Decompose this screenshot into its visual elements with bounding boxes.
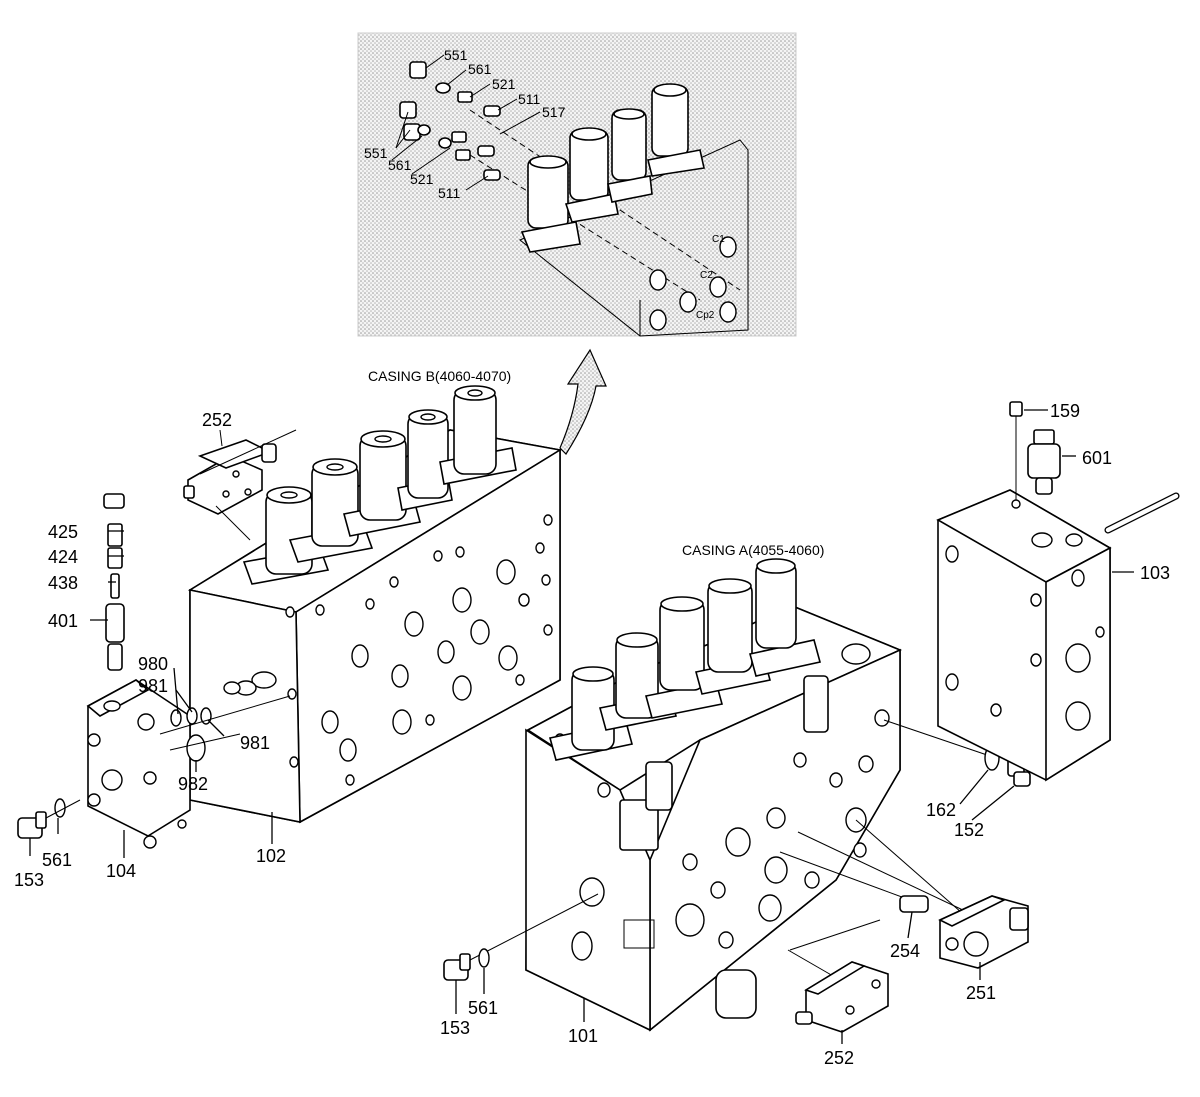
inset-solenoid-4 (647, 83, 705, 177)
callout-252-bottom: 252 (824, 1048, 854, 1068)
callout-980: 980 (138, 654, 168, 674)
casing-b-block-102 (187, 385, 563, 824)
cover-104 (86, 679, 191, 849)
relief-valve-601 (1027, 429, 1061, 495)
casing-a-block-101 (525, 558, 903, 1032)
callout-254: 254 (890, 941, 920, 961)
valve-252-top (183, 439, 277, 515)
casing-b-solenoid-5 (439, 385, 517, 485)
inset-label-511-b: 511 (438, 185, 461, 201)
casing-a-label: CASING A(4055-4060) (682, 542, 824, 558)
casing-b-solenoid-4 (397, 409, 453, 511)
detail-inset: C1 C2 Cp2 551 561 521 511 517 551 561 52 (357, 32, 797, 337)
casing-a-solenoid-1 (549, 666, 633, 761)
port-label-cp2: Cp2 (696, 310, 715, 321)
block-103 (936, 489, 1112, 782)
inset-label-517: 517 (542, 104, 566, 120)
inset-label-561-b: 561 (388, 157, 412, 173)
callout-159: 159 (1050, 401, 1080, 421)
callout-561-bottom: 561 (468, 998, 498, 1018)
callout-153-left: 153 (14, 870, 44, 890)
callout-251: 251 (966, 983, 996, 1003)
casing-a-solenoid-4 (695, 578, 771, 695)
casing-b-label: CASING B(4060-4070) (368, 368, 511, 384)
casing-b-solenoid-3 (343, 430, 421, 537)
callout-438: 438 (48, 573, 78, 593)
callout-153-bottom: 153 (440, 1018, 470, 1038)
valve-251 (938, 895, 1029, 969)
callout-numbers: 252 425 424 438 401 980 981 981 982 153 … (14, 401, 1170, 1068)
callout-982: 982 (178, 774, 208, 794)
callout-104: 104 (106, 861, 136, 881)
callout-425: 425 (48, 522, 78, 542)
curved-arrow-icon (559, 348, 607, 455)
callout-981-b: 981 (240, 733, 270, 753)
port-label-c2: C2 (700, 270, 713, 281)
inset-label-561: 561 (468, 61, 492, 77)
callout-401: 401 (48, 611, 78, 631)
casing-a-solenoid-5 (749, 558, 821, 677)
inset-label-521-b: 521 (410, 171, 434, 187)
plug-159 (1009, 401, 1023, 417)
inset-solenoid-2 (564, 127, 619, 223)
callout-152: 152 (954, 820, 984, 840)
callout-601: 601 (1082, 448, 1112, 468)
inset-label-551-b: 551 (364, 145, 388, 161)
fitting-254 (899, 895, 929, 913)
callout-561-left: 561 (42, 850, 72, 870)
callout-424: 424 (48, 547, 78, 567)
callout-252-top: 252 (202, 410, 232, 430)
callout-103: 103 (1140, 563, 1170, 583)
plug-153-bottom (443, 953, 471, 981)
callout-101: 101 (568, 1026, 598, 1046)
port-label-c1: C1 (712, 234, 725, 245)
callout-981-a: 981 (138, 676, 168, 696)
plug-153-left (17, 811, 47, 839)
inset-label-521: 521 (492, 76, 516, 92)
callout-102: 102 (256, 846, 286, 866)
inset-label-551: 551 (444, 47, 468, 63)
callout-leaders (29, 409, 1134, 1044)
inset-solenoid-3 (607, 108, 653, 203)
inset-solenoid-1 (520, 155, 581, 253)
spool-stack-401 (103, 493, 125, 671)
valve-252-bottom (795, 961, 889, 1033)
inset-label-511: 511 (518, 91, 541, 107)
callout-162: 162 (926, 800, 956, 820)
